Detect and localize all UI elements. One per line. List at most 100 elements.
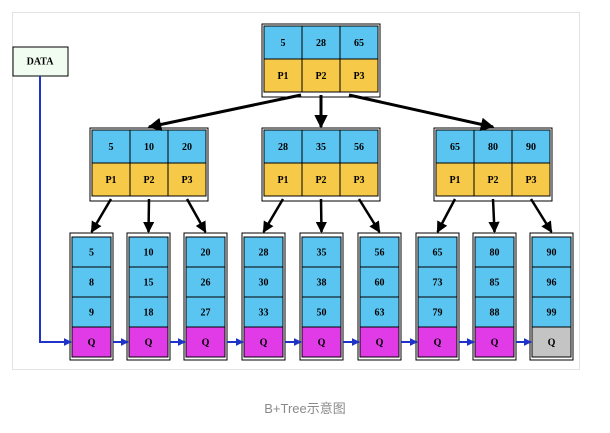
leaf-node-2-pointer-q-cell — [128, 326, 169, 358]
internal-node-2-key-56-cell — [339, 129, 379, 164]
leaf-node-3-key-27-cell — [185, 296, 226, 328]
root-node-key-65: 65 — [354, 38, 364, 49]
internal-node-3-key-90: 90 — [526, 142, 536, 153]
internal-node-2-key-35-cell — [301, 129, 341, 164]
leaf-node-1-pointer-q-cell — [71, 326, 112, 358]
leaf-node-3-pointer-q-cell — [185, 326, 226, 358]
internal-node-1-pointer-p1: P1 — [105, 175, 116, 186]
leaf-node-3-key-20-cell — [185, 236, 226, 268]
internal-node-1-pointer-p2: P2 — [143, 175, 154, 186]
data-entry: DATA — [12, 46, 69, 77]
internal-to-leaf-arrow-1 — [90, 198, 113, 233]
internal-to-leaf-arrow-3 — [185, 198, 207, 233]
leaf-node-8-key-88-cell — [474, 296, 515, 328]
leaf-node-5-key-50: 50 — [317, 308, 327, 319]
internal-node-3-pointer-p2: P2 — [487, 175, 498, 186]
leaf-node-1-pointer-q: Q — [88, 338, 96, 349]
leaf-node-2-key-18-cell — [128, 296, 169, 328]
leaf-node-9-pointer-q-cell — [531, 326, 572, 358]
internal-node-2-pointer-p3-cell — [339, 162, 379, 197]
leaf-node-5-pointer-q-cell — [301, 326, 342, 358]
leaf-node-4-key-28-cell — [243, 236, 284, 268]
internal-node-1-key-5-cell — [91, 129, 131, 164]
leaf-node-6-key-60: 60 — [375, 278, 385, 289]
leaf-node-2-key-10-cell — [128, 236, 169, 268]
leaf-node-9-key-99: 99 — [547, 308, 557, 319]
internal-node-2-pointer-p2-cell — [301, 162, 341, 197]
root-node-pointer-p1-cell — [263, 58, 303, 93]
leaf-node-7-key-73: 73 — [433, 278, 443, 289]
leaf-node-7-key-73-cell — [417, 266, 458, 298]
leaf-node-3-key-20: 20 — [201, 248, 211, 259]
root-node-pointer-p2-cell — [301, 58, 341, 93]
leaf-node-4-key-33: 33 — [259, 308, 269, 319]
internal-node-3-pointer-p1-cell — [435, 162, 475, 197]
leaf-node-7-pointer-q-cell — [417, 326, 458, 358]
leaf-node-1-key-5: 5 — [89, 248, 94, 259]
leaf-node-2-pointer-q: Q — [145, 338, 153, 349]
internal-node-1-key-20-cell — [167, 129, 207, 164]
internal-node-3-pointer-p1: P1 — [449, 175, 460, 186]
internal-node-2-pointer-p1: P1 — [277, 175, 288, 186]
figure-caption: B+Tree示意图 — [264, 401, 346, 416]
internal-node-3-key-90-cell — [511, 129, 551, 164]
internal-to-leaf-arrow-6 — [357, 198, 381, 233]
root-to-internal-arrow-1 — [147, 93, 302, 132]
internal-node-1-key-20: 20 — [182, 142, 192, 153]
leaf-node-5-key-35-cell — [301, 236, 342, 268]
leaf-node-1-key-9-cell — [71, 296, 112, 328]
leaf-node-1-key-8: 8 — [89, 278, 94, 289]
leaf-node-1-key-9: 9 — [89, 308, 94, 319]
internal-node-3-key-80: 80 — [488, 142, 498, 153]
leaf-node-6-pointer-q-cell — [359, 326, 400, 358]
root-node-pointer-p3-cell — [339, 58, 379, 93]
leaf-node-2-key-18: 18 — [144, 308, 154, 319]
leaf-node-9-key-99-cell — [531, 296, 572, 328]
leaf-node-8-pointer-q-cell — [474, 326, 515, 358]
internal-node-1-key-10: 10 — [144, 142, 154, 153]
internal-to-leaf-arrow-5 — [315, 198, 327, 234]
leaf-node-9-key-96: 96 — [547, 278, 557, 289]
leaf-node-1-key-8-cell — [71, 266, 112, 298]
internal-node-1-pointer-p1-cell — [91, 162, 131, 197]
leaf-node-7-key-79: 79 — [433, 308, 443, 319]
leaf-node-7-pointer-q: Q — [434, 338, 442, 349]
internal-to-leaf-arrow-9 — [529, 198, 553, 233]
leaf-node-1-key-5-cell — [71, 236, 112, 268]
leaf-node-1: 5 8 9Q — [69, 232, 114, 361]
internal-node-2-pointer-p1-cell — [263, 162, 303, 197]
internal-node-3-pointer-p2-cell — [473, 162, 513, 197]
data-to-first-leaf-arrow — [39, 76, 72, 346]
internal-node-3-pointer-p3: P3 — [525, 175, 536, 186]
leaf-node-6-key-56-cell — [359, 236, 400, 268]
internal-to-leaf-arrow-8 — [488, 198, 500, 234]
leaf-node-6-key-63: 63 — [375, 308, 385, 319]
data-box — [12, 46, 69, 77]
internal-node-2-key-56: 56 — [354, 142, 364, 153]
leaf-node-6-key-56: 56 — [375, 248, 385, 259]
leaf-node-2-key-15: 15 — [144, 278, 154, 289]
internal-node-3-key-65: 65 — [450, 142, 460, 153]
root-node-key-28: 28 — [316, 38, 326, 49]
internal-to-leaf-arrow-4 — [262, 198, 285, 233]
leaf-node-5-key-38: 38 — [317, 278, 327, 289]
root-to-internal-arrow-3 — [348, 93, 495, 131]
leaf-node-8-key-80: 80 — [490, 248, 500, 259]
leaf-node-4-key-28: 28 — [259, 248, 269, 259]
internal-node-1-pointer-p3: P3 — [181, 175, 192, 186]
leaf-node-5-key-35: 35 — [317, 248, 327, 259]
leaf-node-8-key-80-cell — [474, 236, 515, 268]
leaf-node-4-key-30: 30 — [259, 278, 269, 289]
leaf-node-4-key-33-cell — [243, 296, 284, 328]
internal-node-2-pointer-p3: P3 — [353, 175, 364, 186]
